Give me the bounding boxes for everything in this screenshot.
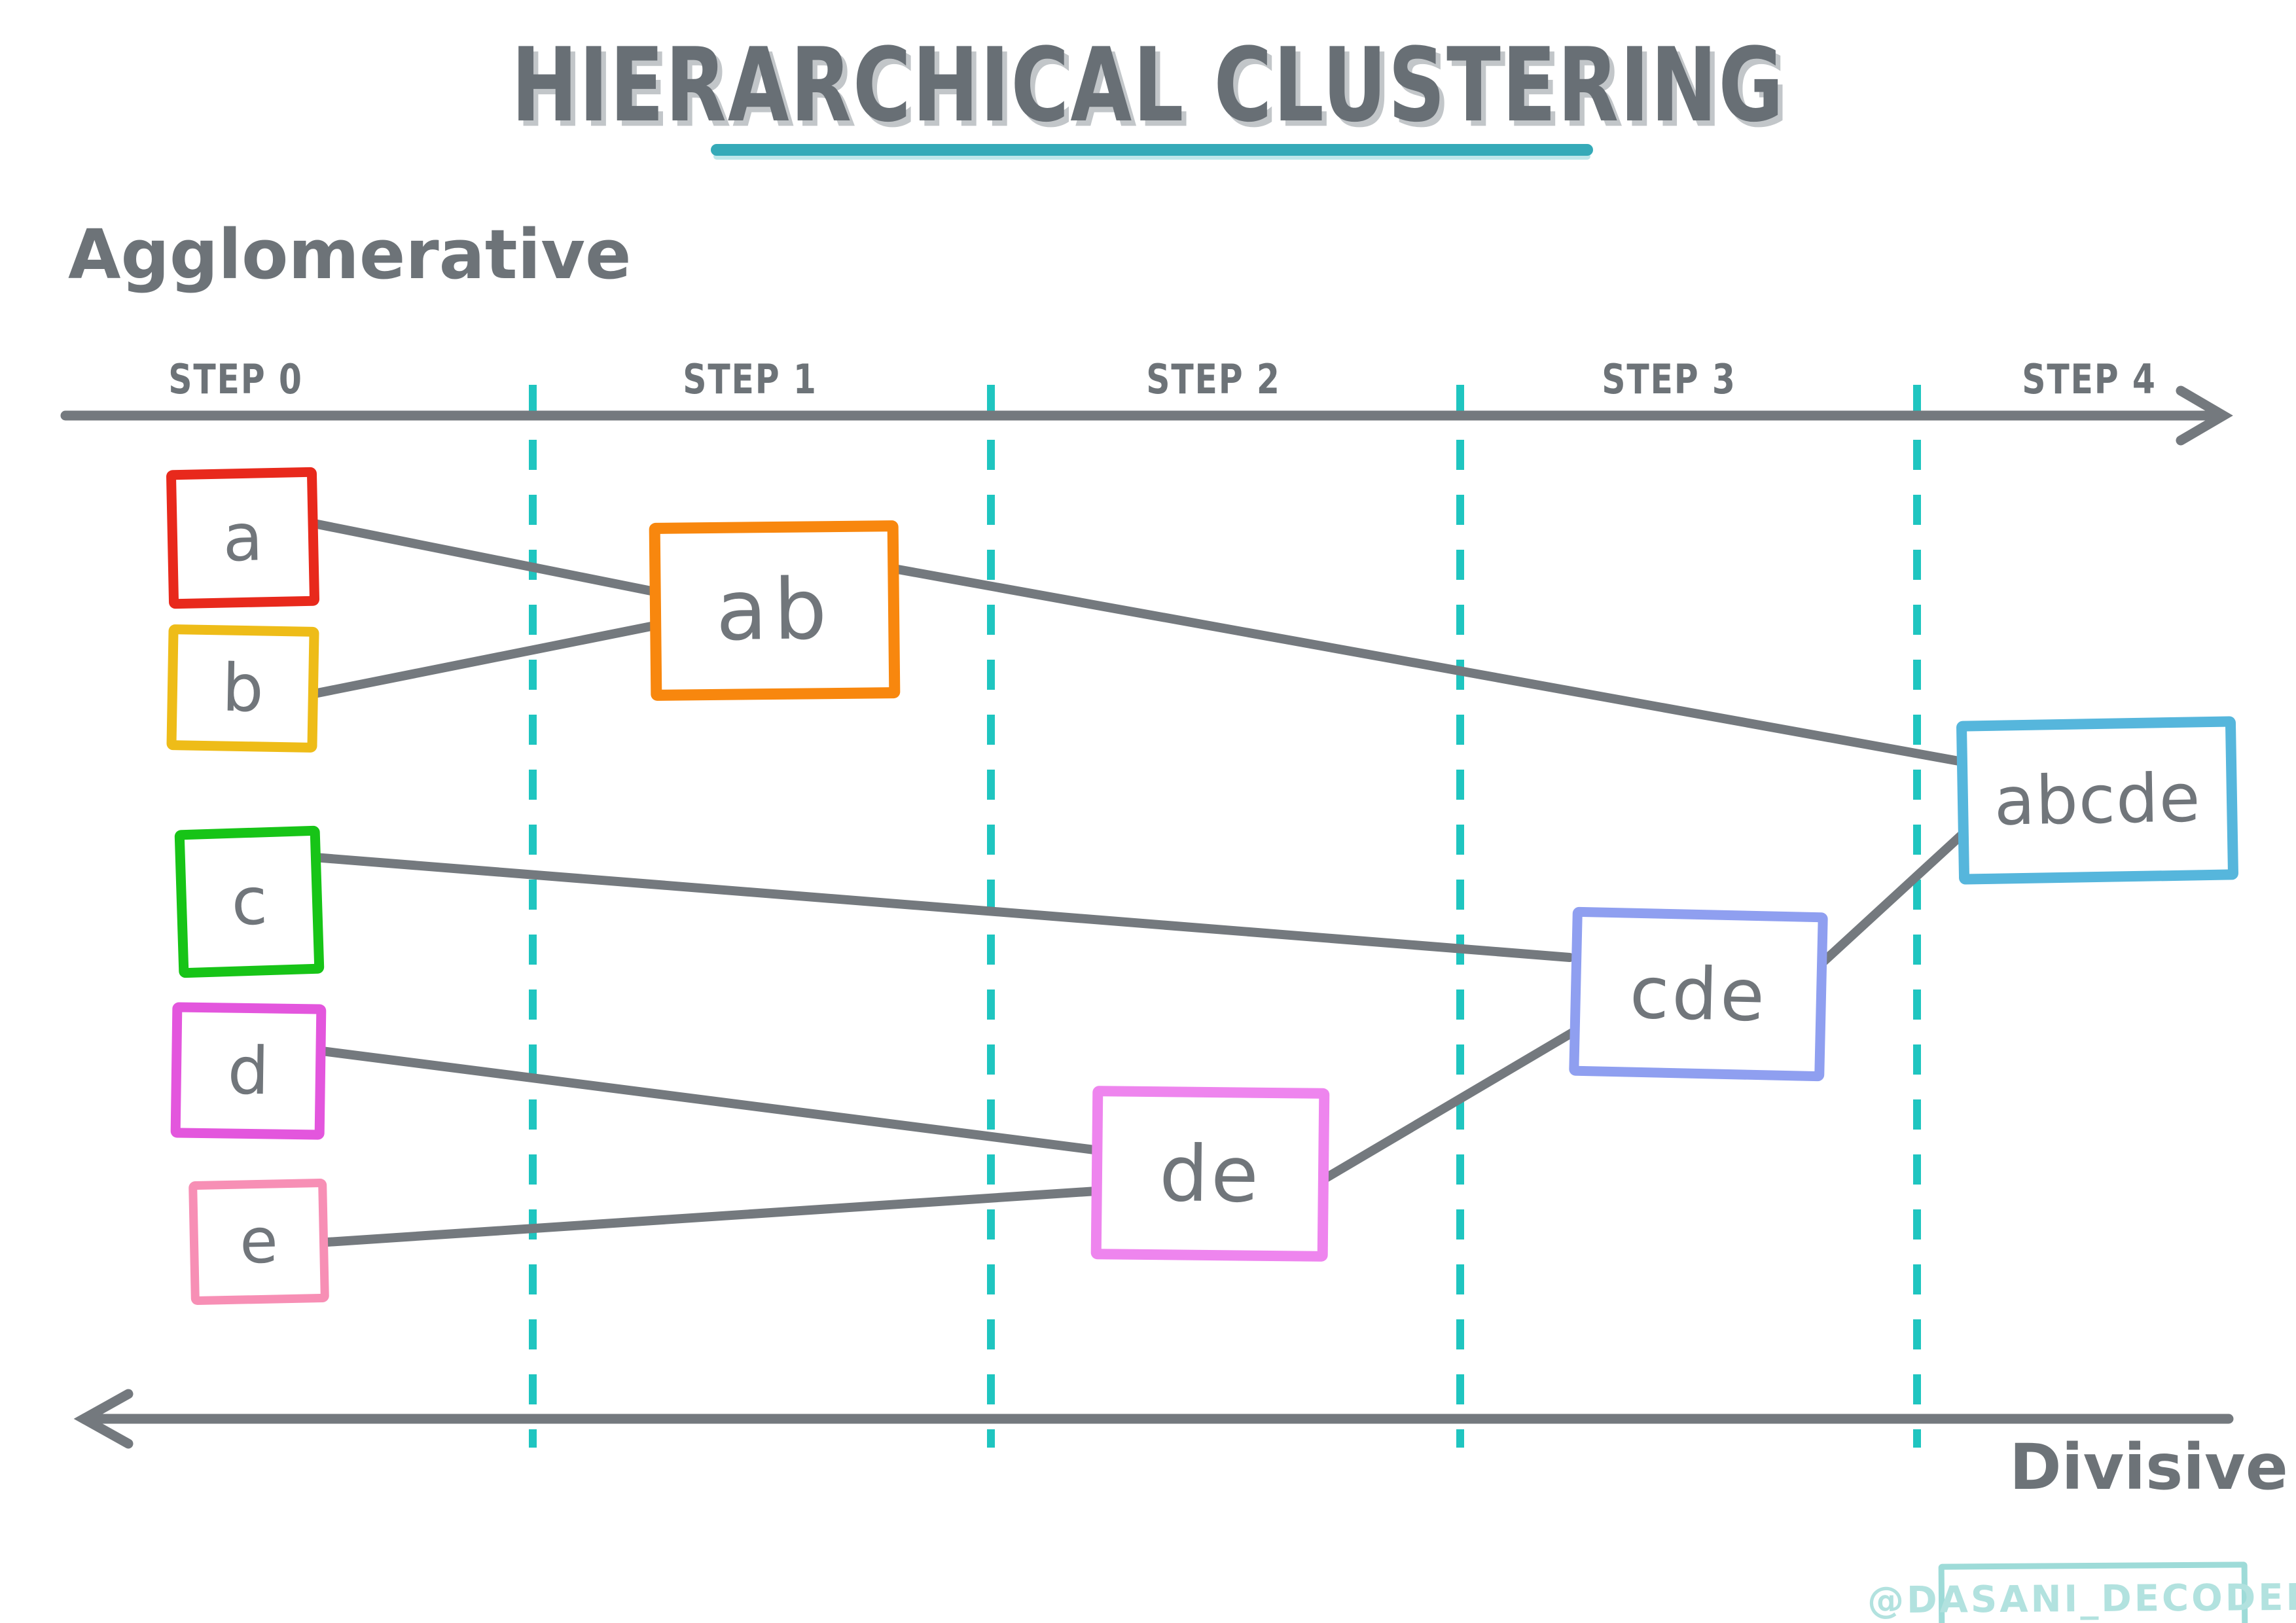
cluster-label-c: c <box>230 863 269 940</box>
connector-cde-to-abcde <box>1799 830 1967 985</box>
step-label-1: STEP 1 <box>683 356 817 404</box>
step-label-4: STEP 4 <box>2022 356 2157 404</box>
agglomerative-label: Agglomerative <box>68 215 632 294</box>
step-label-2: STEP 2 <box>1146 356 1281 404</box>
cluster-box-cde: cde <box>1569 906 1828 1082</box>
connector-de-to-cde <box>1299 1028 1577 1196</box>
watermark-box: @DASANI_DECODED <box>1867 1561 2296 1623</box>
cluster-label-abcde: abcde <box>1993 759 2202 841</box>
step-label-0: STEP 0 <box>168 356 303 404</box>
cluster-box-a: a <box>166 467 320 609</box>
cluster-box-c: c <box>174 825 325 978</box>
cluster-label-e: e <box>239 1205 279 1278</box>
cluster-box-e: e <box>188 1178 329 1306</box>
divisive-arrowhead-icon <box>73 1389 134 1449</box>
connector-b-to-ab <box>293 622 656 702</box>
step-label-3: STEP 3 <box>1602 356 1736 404</box>
watermark-text: @DASANI_DECODED <box>1867 1576 2296 1622</box>
cluster-box-b: b <box>166 624 319 753</box>
page-title: HIERARCHICAL CLUSTERING <box>511 26 1785 145</box>
cluster-label-ab: ab <box>715 561 834 660</box>
connector-d-to-de <box>297 1044 1099 1154</box>
connector-e-to-de <box>303 1186 1101 1248</box>
cluster-label-d: d <box>226 1032 270 1109</box>
title-underline <box>711 144 1593 156</box>
divisive-label: Divisive <box>2009 1431 2288 1504</box>
cluster-label-cde: cde <box>1628 950 1768 1038</box>
cluster-box-abcde: abcde <box>1956 716 2239 885</box>
cluster-box-d: d <box>170 1002 327 1140</box>
cluster-label-b: b <box>221 649 264 727</box>
cluster-label-a: a <box>222 499 264 577</box>
cluster-label-de: de <box>1158 1128 1262 1220</box>
connector-c-to-cde <box>293 851 1574 962</box>
cluster-box-de: de <box>1090 1086 1330 1262</box>
cluster-box-ab: ab <box>649 520 901 701</box>
connector-a-to-ab <box>293 516 656 596</box>
connector-ab-to-abcde <box>868 560 1964 766</box>
agglomerative-arrowhead-icon <box>2176 385 2233 446</box>
